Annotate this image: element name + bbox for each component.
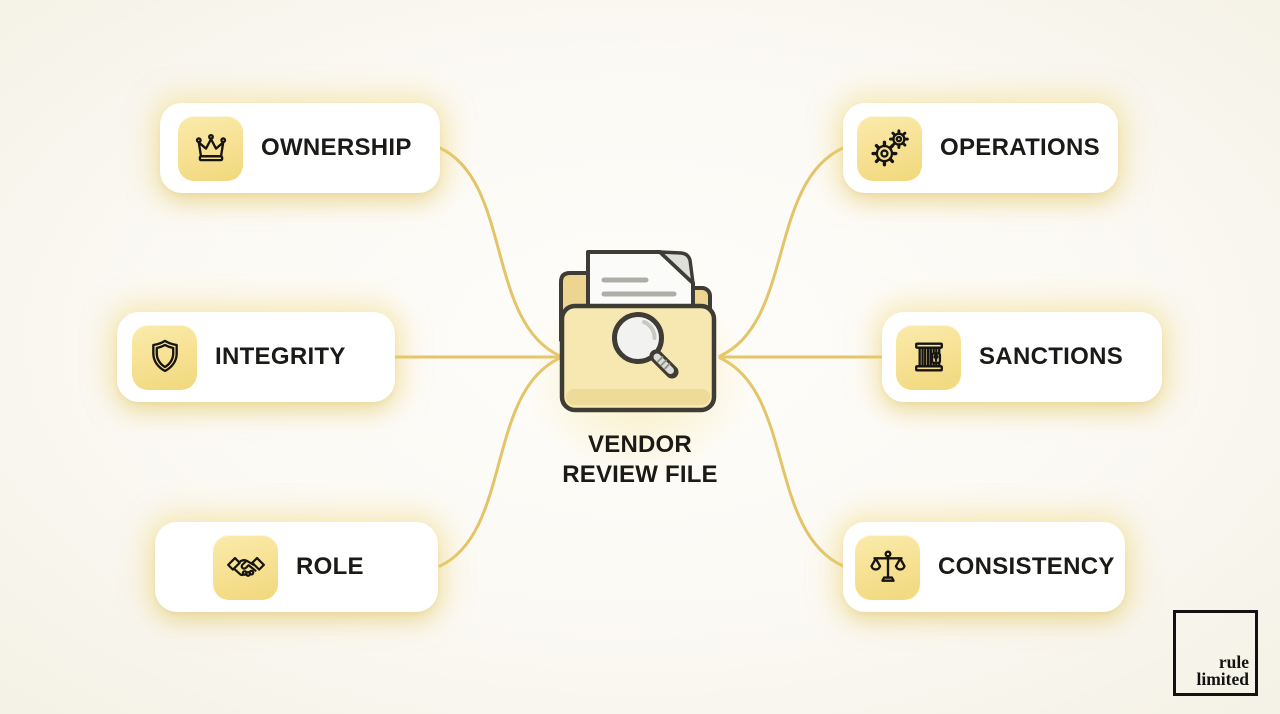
- shield-icon: [132, 324, 197, 390]
- node-integrity: INTEGRITY: [117, 312, 395, 402]
- jail-bars-icon: [896, 324, 961, 390]
- crown-icon: [178, 115, 243, 181]
- folder-search-icon: [559, 250, 717, 413]
- node-label-ownership: OWNERSHIP: [261, 134, 412, 161]
- node-label-operations: OPERATIONS: [940, 134, 1100, 161]
- node-consistency: CONSISTENCY: [843, 522, 1125, 612]
- node-operations: OPERATIONS: [843, 103, 1118, 193]
- handshake-icon: [213, 534, 278, 600]
- connector-consistency: [718, 356, 845, 568]
- node-label-sanctions: SANCTIONS: [979, 343, 1124, 370]
- center-title: VENDOR REVIEW FILE: [562, 431, 718, 489]
- brand-logo: rule limited: [1173, 610, 1258, 696]
- node-role: ROLE: [155, 522, 438, 612]
- balance-scale-icon: [855, 534, 920, 600]
- connector-ownership: [438, 146, 562, 358]
- node-label-integrity: INTEGRITY: [215, 343, 346, 370]
- connector-role: [438, 356, 562, 568]
- gears-icon: [857, 115, 922, 181]
- brand-logo-text: rule limited: [1196, 651, 1250, 689]
- node-sanctions: SANCTIONS: [882, 312, 1162, 402]
- connector-operations: [718, 146, 845, 358]
- node-ownership: OWNERSHIP: [160, 103, 440, 193]
- node-label-consistency: CONSISTENCY: [938, 553, 1115, 580]
- node-label-role: ROLE: [296, 553, 364, 580]
